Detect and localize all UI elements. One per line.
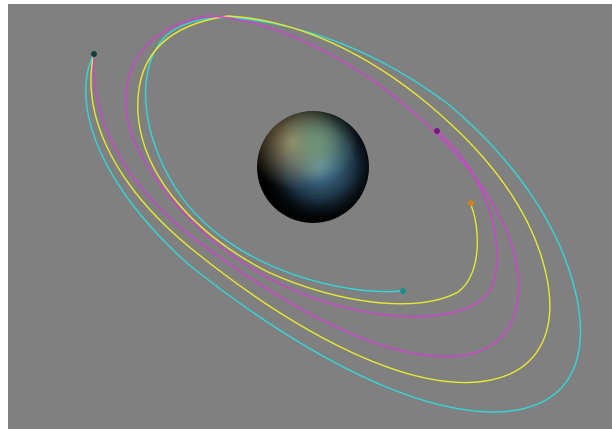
planet-green-highlight bbox=[257, 111, 369, 223]
orange-body[interactable] bbox=[468, 200, 474, 206]
orbit-trails bbox=[85, 15, 582, 413]
magenta-trail-outer bbox=[92, 15, 520, 358]
magenta-trail-inner bbox=[125, 15, 498, 318]
dark-green-body[interactable] bbox=[91, 51, 97, 57]
purple-body[interactable] bbox=[434, 128, 440, 134]
orbit-scene[interactable] bbox=[8, 4, 612, 429]
cyan-trail-outer bbox=[85, 17, 582, 413]
orbiting-bodies bbox=[91, 51, 474, 294]
simulation-viewport[interactable] bbox=[8, 4, 612, 429]
teal-body[interactable] bbox=[400, 288, 406, 294]
yellow-trail-inner bbox=[137, 15, 479, 305]
yellow-trail-outer bbox=[90, 15, 551, 384]
cyan-trail-inner bbox=[144, 16, 403, 293]
planet[interactable] bbox=[257, 111, 369, 223]
